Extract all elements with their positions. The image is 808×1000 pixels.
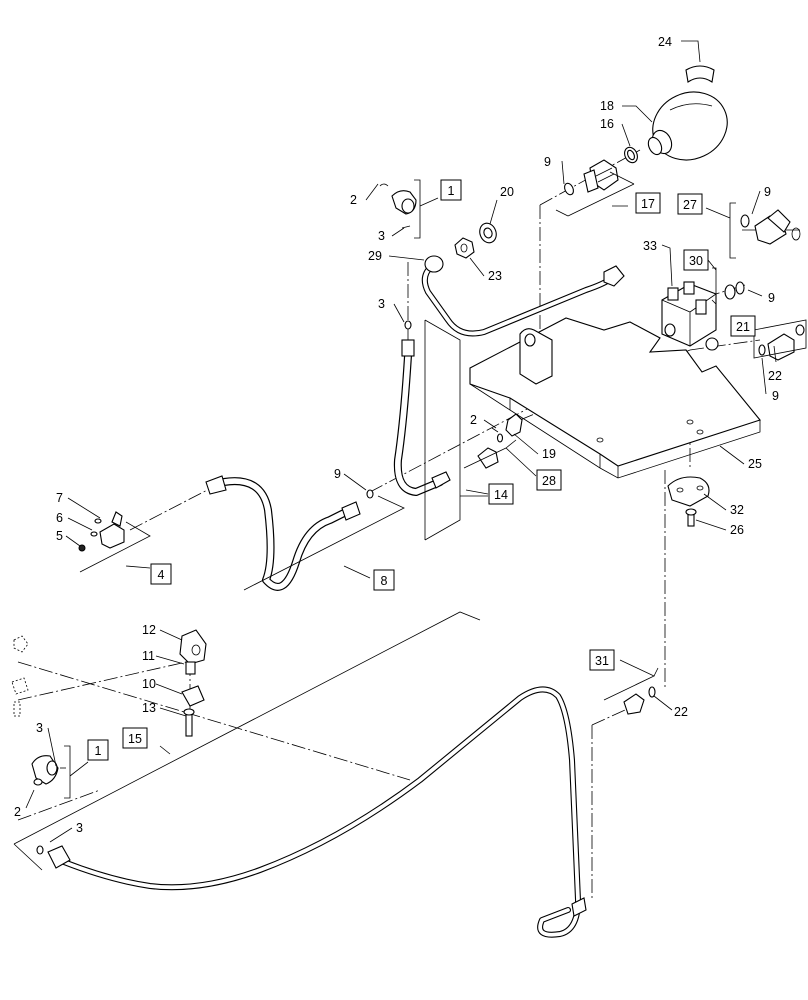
callout-11: 11 — [142, 649, 155, 663]
swivel-elbow-top — [379, 183, 417, 229]
svg-text:21: 21 — [736, 320, 750, 334]
fitting-21 — [758, 324, 805, 361]
callout-24: 24 — [658, 35, 672, 49]
left-hidden-parts — [11, 635, 29, 717]
callout-10: 10 — [142, 677, 156, 691]
boxed-callout-1: 1 — [87, 739, 109, 761]
boxed-callout-4: 4 — [150, 563, 172, 585]
callout-32: 32 — [730, 503, 744, 517]
callout-5: 5 — [56, 529, 63, 543]
callout-9: 9 — [764, 185, 771, 199]
callout-9: 9 — [768, 291, 775, 305]
swivel-elbow-bottom — [31, 755, 66, 786]
callout-2: 2 — [350, 193, 357, 207]
boxed-callout-1: 1 — [440, 179, 462, 201]
boxed-callout-30: 30 — [683, 249, 709, 271]
svg-text:4: 4 — [158, 568, 165, 582]
callout-3: 3 — [36, 721, 43, 735]
elbow-fitting-27 — [740, 209, 801, 245]
callout-20: 20 — [500, 185, 514, 199]
callout-22: 22 — [674, 705, 688, 719]
bracket-32 — [667, 476, 710, 527]
boxed-callout-8: 8 — [373, 569, 395, 591]
callout-3: 3 — [76, 821, 83, 835]
accumulator — [624, 65, 728, 164]
mounting-plate — [469, 317, 761, 479]
boxed-callout-14: 14 — [488, 483, 514, 505]
callout-23: 23 — [488, 269, 502, 283]
svg-text:1: 1 — [448, 184, 455, 198]
hose-8 — [205, 475, 374, 591]
boxed-callout-17: 17 — [635, 192, 661, 214]
svg-text:1: 1 — [95, 744, 102, 758]
leader-lines — [13, 40, 807, 871]
callout-29: 29 — [368, 249, 382, 263]
callout-2: 2 — [14, 805, 21, 819]
boxed-callout-31: 31 — [589, 649, 615, 671]
hose-14 — [393, 320, 451, 496]
boxed-callout-27: 27 — [677, 193, 703, 215]
svg-text:17: 17 — [641, 197, 655, 211]
valve-block — [661, 281, 745, 351]
callout-18: 18 — [600, 99, 614, 113]
tube-29 — [421, 255, 625, 337]
svg-text:31: 31 — [595, 654, 609, 668]
tee-fitting-4 — [78, 511, 125, 552]
callout-22: 22 — [768, 369, 782, 383]
callout-9: 9 — [334, 467, 341, 481]
boxed-callout-28: 28 — [536, 469, 562, 491]
callout-9: 9 — [544, 155, 551, 169]
svg-text:8: 8 — [381, 574, 388, 588]
callout-16: 16 — [600, 117, 614, 131]
svg-text:15: 15 — [128, 732, 142, 746]
svg-text:27: 27 — [683, 198, 697, 212]
callout-3: 3 — [378, 297, 385, 311]
callout-26: 26 — [730, 523, 744, 537]
callout-6: 6 — [56, 511, 63, 525]
fitting-22-lower — [623, 686, 656, 715]
boxed-callouts: 1 17 27 30 21 28 14 4 — [87, 179, 756, 761]
tube-15 — [36, 686, 587, 938]
svg-text:14: 14 — [494, 488, 508, 502]
svg-text:30: 30 — [689, 254, 703, 268]
center-lines — [17, 115, 800, 900]
boxed-callout-21: 21 — [730, 315, 756, 337]
svg-text:28: 28 — [542, 474, 556, 488]
callout-labels: 24 18 16 9 2 3 20 29 23 3 9 33 9 22 9 2 … — [14, 35, 782, 835]
boxed-callout-15: 15 — [122, 727, 148, 749]
callout-3: 3 — [378, 229, 385, 243]
callout-9: 9 — [772, 389, 779, 403]
callout-33: 33 — [643, 239, 657, 253]
fittings-19-28 — [477, 413, 523, 469]
callout-13: 13 — [142, 701, 156, 715]
callout-2: 2 — [470, 413, 477, 427]
callout-19: 19 — [542, 447, 556, 461]
callout-12: 12 — [142, 623, 156, 637]
washer-and-nut — [454, 222, 497, 259]
clamp-assembly — [179, 629, 207, 737]
callout-7: 7 — [56, 491, 63, 505]
adapter-fitting — [564, 159, 619, 196]
callout-25: 25 — [748, 457, 762, 471]
